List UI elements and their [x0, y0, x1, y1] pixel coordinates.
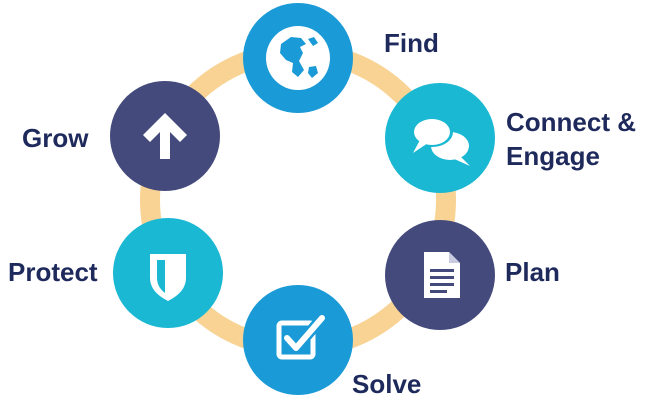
arrow-up-icon [143, 113, 187, 159]
connect-engage-node [385, 83, 495, 193]
find-label: Find [384, 28, 439, 58]
connect-engage-label-line-1: Connect & [506, 107, 636, 137]
solve-label: Solve [352, 369, 422, 399]
chat-bubbles-icon [411, 117, 470, 166]
shield-icon [150, 254, 186, 301]
checkbox-icon [276, 312, 328, 360]
grow-label: Grow [22, 123, 89, 153]
plan-node [385, 220, 495, 330]
grow-node [110, 81, 220, 191]
solve-node [243, 285, 353, 395]
globe-icon [266, 26, 330, 90]
connect-engage-label-line-2: Engage [506, 141, 600, 171]
connect-engage-label: Connect & Engage [506, 105, 636, 173]
protect-node [113, 218, 223, 328]
plan-label: Plan [505, 257, 560, 287]
find-node [243, 3, 353, 113]
protect-label: Protect [8, 257, 98, 287]
document-icon [424, 252, 460, 298]
